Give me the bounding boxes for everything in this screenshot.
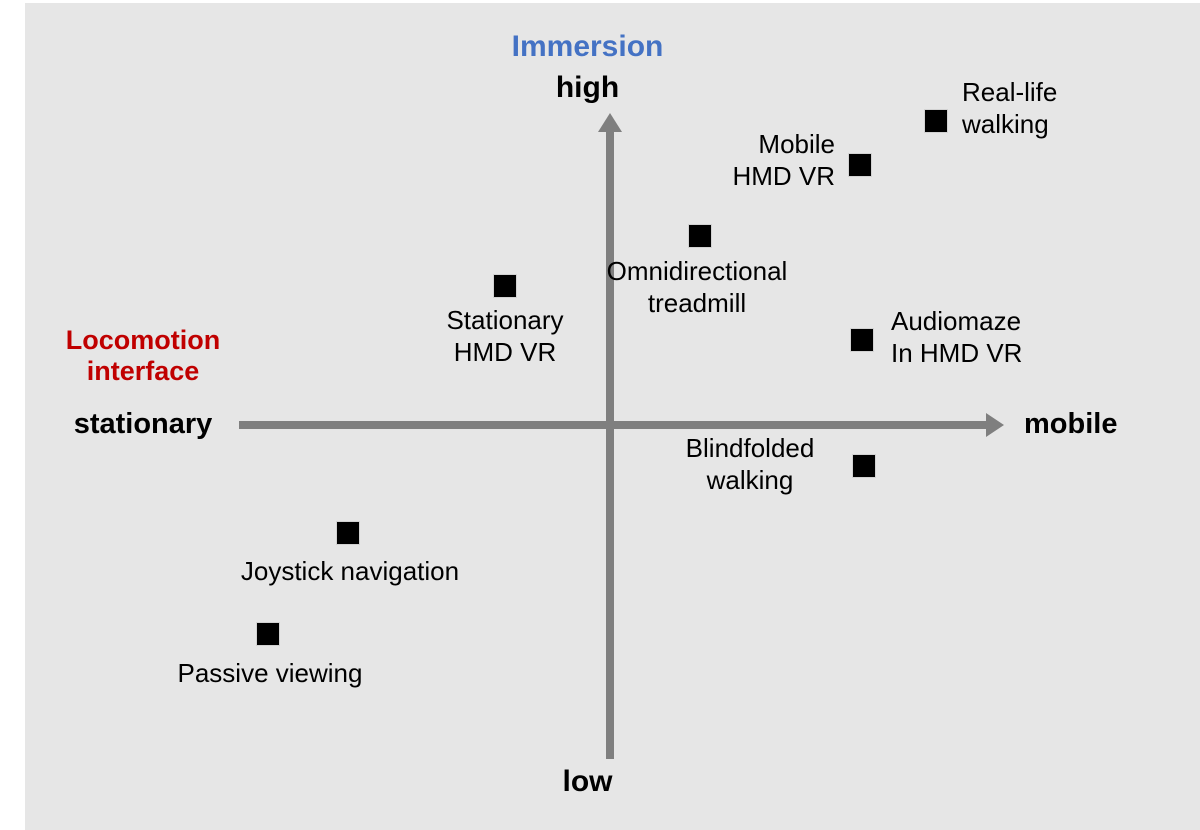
data-point-marker[interactable] <box>853 455 875 477</box>
data-point-marker[interactable] <box>689 225 711 247</box>
y-axis-low-label: low <box>562 765 613 798</box>
data-point-label-audiomaze-in-hmd-vr: Audiomaze In HMD VR <box>891 306 1023 368</box>
data-point-label-joystick-navigation: Joystick navigation <box>240 556 460 586</box>
y-axis-title: Immersion <box>511 30 664 63</box>
x-axis-title: Locomotion interface <box>65 325 221 387</box>
data-point-marker[interactable] <box>851 329 873 351</box>
y-axis-high-label: high <box>555 71 620 104</box>
x-axis-line <box>239 421 991 429</box>
data-point-label-passive-viewing: Passive viewing <box>177 658 363 688</box>
data-point-label-stationary-hmd-vr: Stationary HMD VR <box>446 305 564 367</box>
data-point-marker[interactable] <box>849 154 871 176</box>
x-axis-stationary-label: stationary <box>73 408 213 440</box>
data-point-label-blindfolded-walking: Blindfolded walking <box>685 433 815 495</box>
x-axis-arrowhead-icon <box>986 413 1004 437</box>
data-point-marker[interactable] <box>925 110 947 132</box>
data-point-marker[interactable] <box>337 522 359 544</box>
data-point-marker[interactable] <box>494 275 516 297</box>
data-point-marker[interactable] <box>257 623 279 645</box>
data-point-label-omnidirectional-treadmill: Omnidirectional treadmill <box>606 256 788 318</box>
data-point-label-real-life-walking: Real-life walking <box>962 77 1058 139</box>
chart-panel: Immersion high low Locomotion interface … <box>25 3 1200 830</box>
y-axis-arrowhead-icon <box>598 113 622 132</box>
y-axis-line <box>606 131 614 759</box>
x-axis-mobile-label: mobile <box>1024 408 1118 440</box>
data-point-label-mobile-hmd-vr: Mobile HMD VR <box>732 129 835 191</box>
